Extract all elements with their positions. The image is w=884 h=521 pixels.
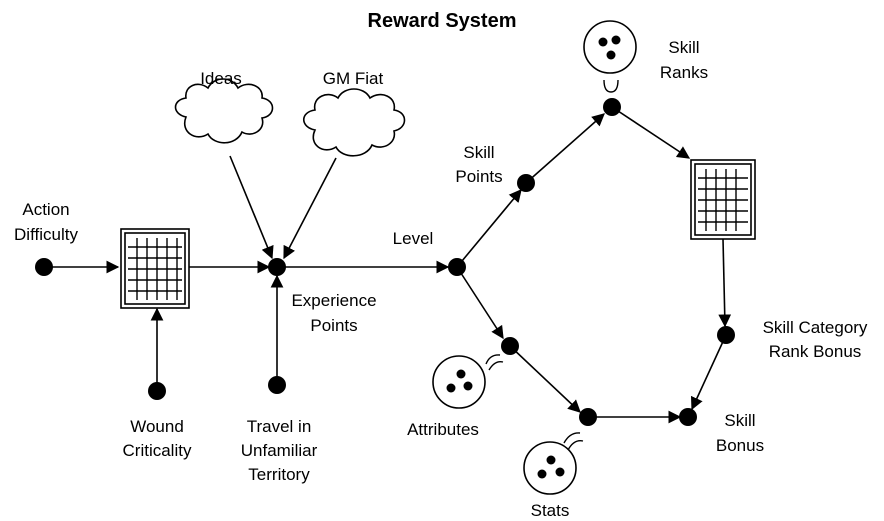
edge-skillpoints-to-ranks [525,113,605,184]
difficulty-table [120,228,190,309]
edge-ranks-to-table [611,106,691,159]
attributes-connector-1 [485,354,501,365]
label-experience: Experience [291,291,376,310]
label-wound: Wound [130,417,184,436]
stats-connector-1 [563,432,581,444]
label-travel-1: Travel in [247,417,312,436]
label-skill-ranks-1: Skill [668,38,699,57]
label-skill-ranks-2: Ranks [660,63,708,82]
edge-categorybonus-to-skillbonus [690,334,727,411]
label-skill-category-1: Skill Category [763,318,868,337]
experience-points-node [268,258,286,276]
label-attributes: Attributes [407,420,479,439]
action-difficulty-node [35,258,53,276]
label-action-difficulty-2: Difficulty [14,225,78,244]
attributes-pool [432,354,504,409]
skill-category-rank-bonus-node [717,326,735,344]
label-action-difficulty-1: Action [22,200,69,219]
stats-pool [523,432,584,495]
gm-fiat-cloud [302,88,406,157]
label-stats: Stats [531,501,570,520]
skill-rank-table [690,159,756,240]
wound-criticality-node [148,382,166,400]
skill-ranks-node [603,98,621,116]
edge-ideas-to-xp [229,155,274,260]
label-skill-bonus-2: Bonus [716,436,764,455]
label-skill-points-2: Points [455,167,502,186]
attributes-node [501,337,519,355]
label-skill-bonus-1: Skill [724,411,755,430]
skill-ranks-pool [583,20,637,93]
diagram-title: Reward System [368,10,517,32]
attributes-connector-2 [488,360,504,371]
stats-node [579,408,597,426]
label-travel-2: Unfamiliar [241,441,318,460]
ideas-cloud [174,78,274,144]
edge-gmfiat-to-xp [283,157,337,260]
stats-connector-2 [567,440,584,451]
edge-attrnode-to-statsnode [509,345,581,413]
skill-bonus-node [679,408,697,426]
edge-level-to-attrnode [456,266,504,340]
skill-ranks-connector [603,79,619,93]
label-level: Level [393,229,434,248]
label-criticality: Criticality [123,441,192,460]
label-points: Points [310,316,357,335]
skill-points-node [517,174,535,192]
label-travel-3: Territory [248,465,310,484]
label-gm-fiat: GM Fiat [323,69,384,88]
label-skill-points-1: Skill [463,143,494,162]
level-node [448,258,466,276]
edge-level-to-skillpoints [456,189,522,268]
label-ideas: Ideas [200,69,242,88]
label-skill-category-2: Rank Bonus [769,342,862,361]
edge-table-to-categorybonus [718,238,732,328]
travel-node [268,376,286,394]
